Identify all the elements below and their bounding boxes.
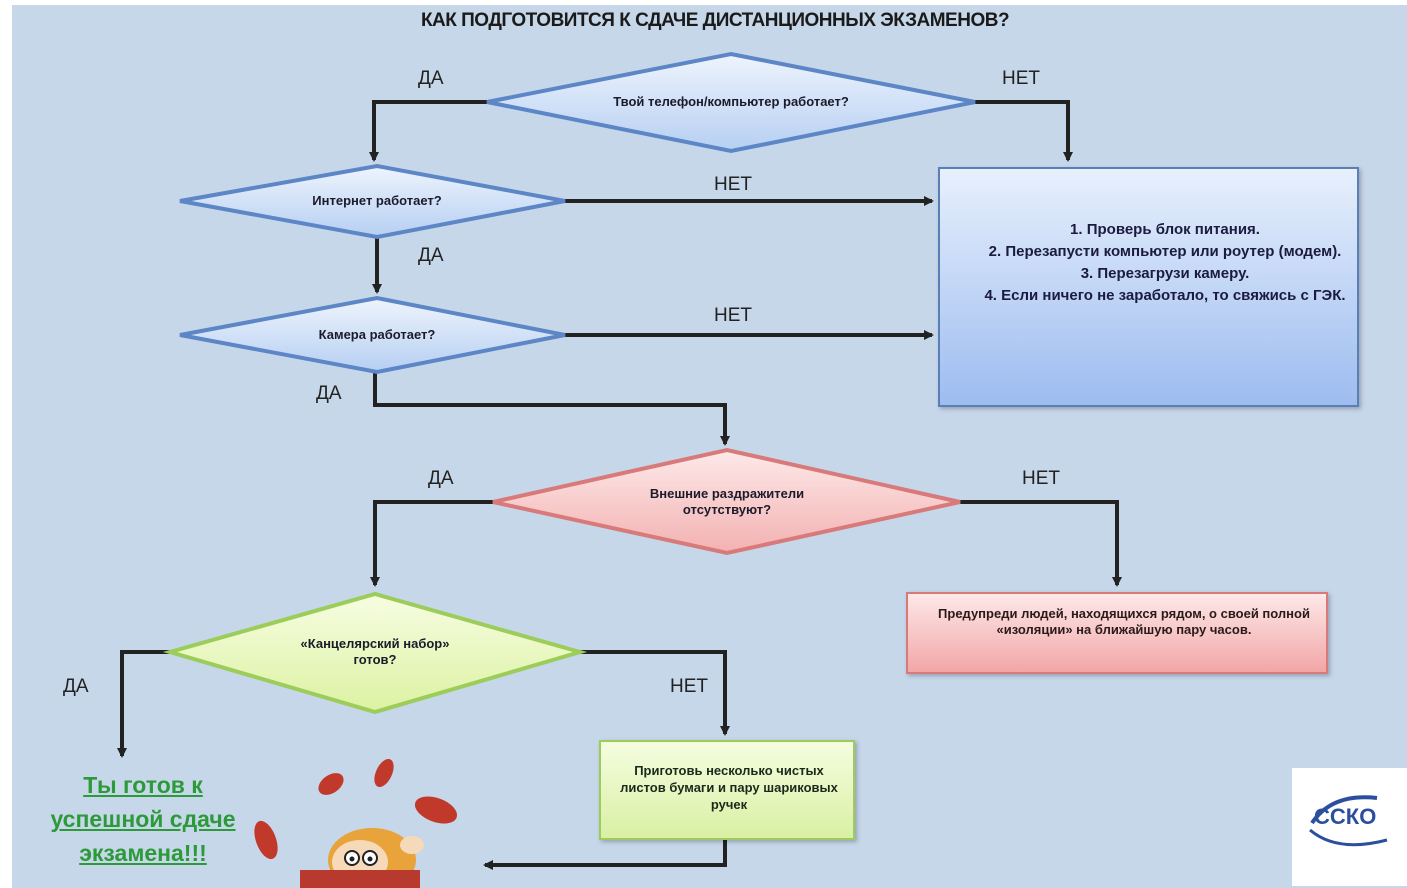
diamond-device [486, 51, 976, 154]
connector-distractions-yes [370, 500, 493, 587]
flowchart-title: КАК ПОДГОТОВИТСЯ К СДАЧЕ ДИСТАНЦИОННЫХ Э… [420, 10, 1010, 31]
decision-internet-text: Интернет работает? [312, 193, 442, 208]
label-stationery-yes: ДА [63, 676, 89, 697]
troubleshoot-steps: 1. Проверь блок питания. 2. Перезапусти … [980, 219, 1350, 307]
worried-student-illustration [254, 758, 458, 888]
warn-people-box: Предупреди людей, находящихся рядом, о с… [906, 592, 1328, 674]
diamond-stationery [162, 591, 588, 715]
connectors [117, 100, 1122, 870]
label-stationery-no: НЕТ [670, 676, 708, 697]
warn-people-text: Предупреди людей, находящихся рядом, о с… [938, 606, 1310, 637]
logo-swoosh-icon [1309, 795, 1388, 847]
connector-supplies-back [483, 840, 727, 870]
decision-distractions-text: Внешние раздражители отсутствуют? [649, 486, 805, 517]
troubleshoot-box: 1. Проверь блок питания. 2. Перезапусти … [938, 167, 1359, 407]
connector-device-no [975, 100, 1073, 162]
connector-device-yes [369, 100, 487, 162]
label-internet-no: НЕТ [714, 174, 752, 195]
prepare-supplies-text: Приготовь несколько чистых листов бумаги… [620, 763, 838, 812]
label-distractions-yes: ДА [428, 468, 454, 489]
connector-stationery-yes [117, 650, 170, 758]
diamond-internet [179, 163, 566, 240]
ssko-logo: ССКО [1292, 768, 1407, 886]
label-distractions-no: НЕТ [1022, 468, 1060, 489]
label-internet-yes: ДА [418, 245, 444, 266]
logo-text: ССКО [1314, 804, 1377, 829]
connector-camera-yes [373, 372, 730, 446]
diamond-distractions [492, 447, 961, 556]
troubleshoot-step: 2. Перезапусти компьютер или роутер (мод… [988, 243, 1342, 260]
diamond-camera [179, 295, 566, 375]
connector-stationery-no [580, 650, 730, 736]
prepare-supplies-box: Приготовь несколько чистых листов бумаги… [599, 740, 855, 840]
decision-stationery-text: «Канцелярский набор» готов? [300, 636, 450, 667]
success-message: Ты готов к успешной сдаче экзамена!!! [50, 772, 236, 866]
label-device-no: НЕТ [1002, 68, 1040, 89]
troubleshoot-step: 1. Проверь блок питания. [1070, 221, 1260, 238]
decision-camera-text: Камера работает? [318, 327, 436, 342]
troubleshoot-step: 4. Если ничего не заработало, то свяжись… [984, 287, 1346, 304]
label-camera-yes: ДА [316, 383, 342, 404]
troubleshoot-step: 3. Перезагрузи камеру. [1080, 265, 1250, 282]
connector-distractions-no [960, 500, 1122, 587]
decision-device-text: Твой телефон/компьютер работает? [613, 94, 849, 109]
label-device-yes: ДА [418, 68, 444, 89]
label-camera-no: НЕТ [714, 305, 752, 326]
